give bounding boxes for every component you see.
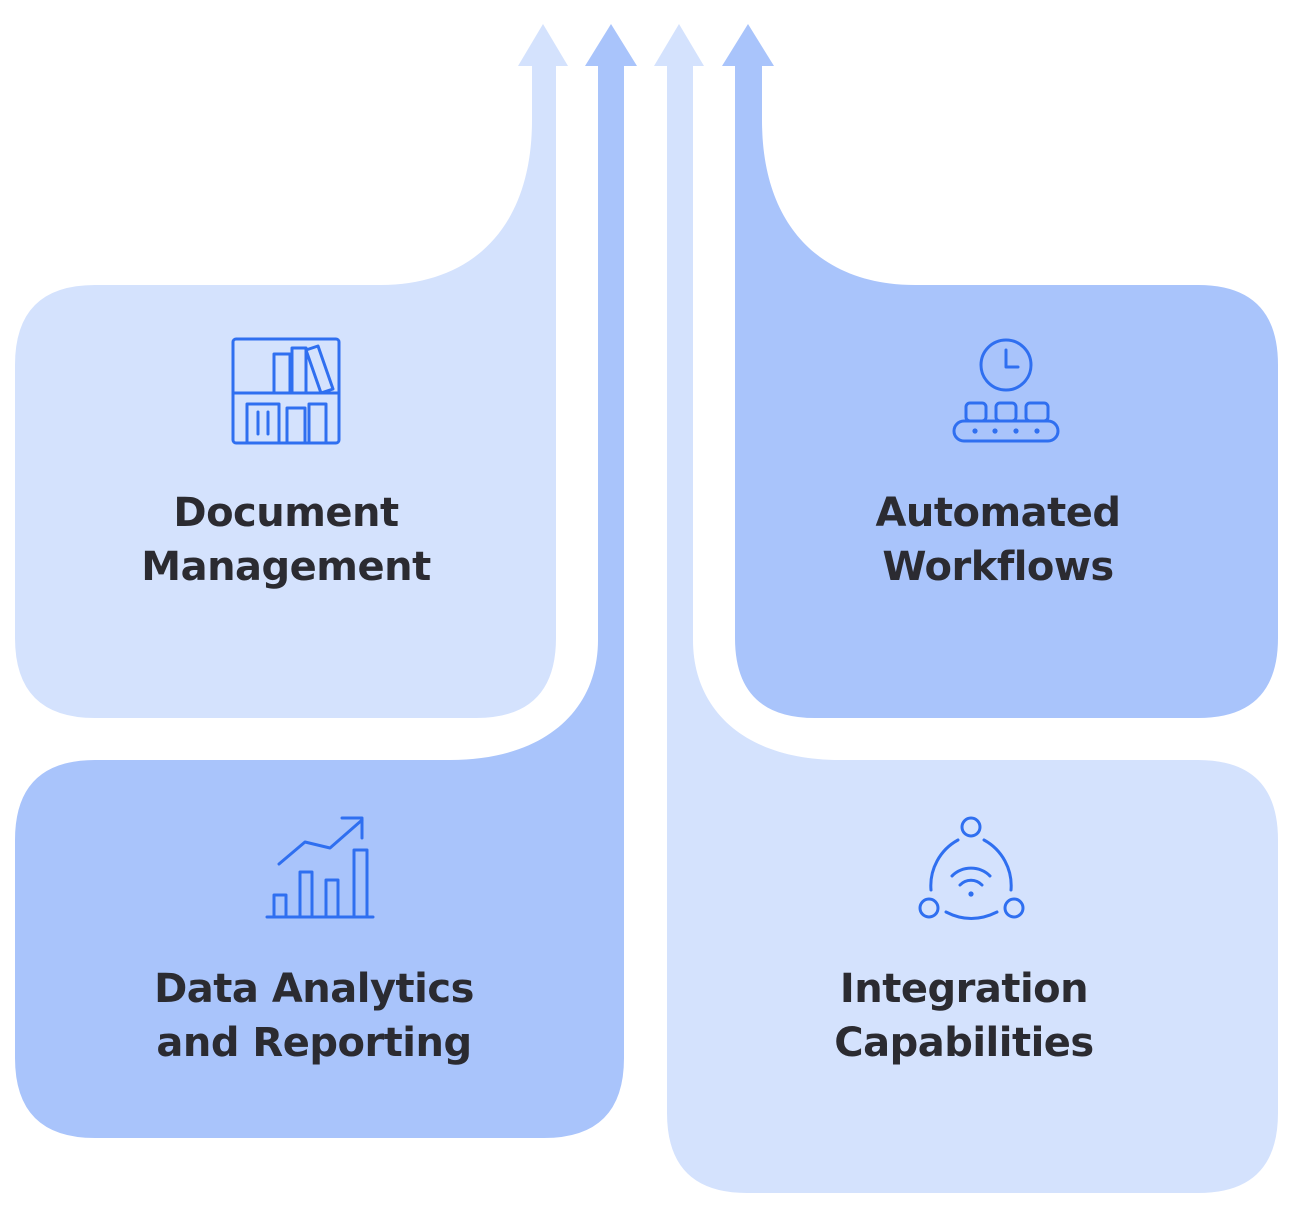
label-line: Management (141, 544, 431, 590)
bookshelf-icon (231, 337, 341, 445)
card-integration-capabilities (654, 24, 1278, 1193)
label-line: Data Analytics (154, 966, 474, 1012)
growth-chart-icon (265, 816, 375, 919)
conveyor-clock-icon (952, 338, 1060, 443)
network-signal-icon (918, 816, 1025, 920)
card-data-analytics (15, 24, 637, 1138)
card-automated-workflows (722, 24, 1278, 718)
label-automated-workflows: Automated Workflows (798, 486, 1198, 594)
label-line: Capabilities (834, 1020, 1094, 1066)
label-line: Document (173, 490, 399, 536)
label-line: Workflows (882, 544, 1114, 590)
label-line: and Reporting (156, 1020, 472, 1066)
label-line: Automated (875, 490, 1121, 536)
label-data-analytics: Data Analytics and Reporting (114, 962, 514, 1070)
label-line: Integration (839, 966, 1089, 1012)
label-document-management: Document Management (86, 486, 486, 594)
label-integration-capabilities: Integration Capabilities (764, 962, 1164, 1070)
